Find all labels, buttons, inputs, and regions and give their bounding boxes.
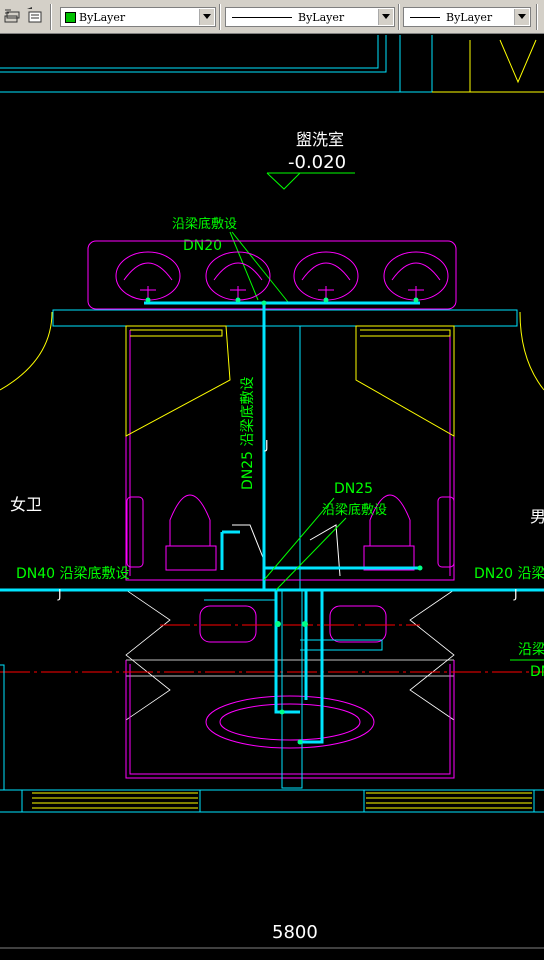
stall-partitions (125, 326, 455, 581)
pipe-valve-dots (145, 297, 423, 745)
water-pipes (0, 301, 544, 744)
toolbar-separator (50, 4, 52, 30)
label-top-leader (229, 231, 289, 303)
linetype-combo-label: ByLayer (298, 11, 345, 24)
plumbing-plan-drawing: 盥洗室 -0.020 沿梁底敷设 DN20 (0, 35, 544, 949)
color-combo-label: ByLayer (79, 11, 126, 24)
top-right-fixture (432, 39, 544, 93)
toolbar-separator (219, 4, 221, 30)
lineweight-combo-label: ByLayer (446, 11, 493, 24)
elevation-text: -0.020 (288, 152, 346, 173)
urinals (125, 605, 455, 779)
linetype-control-combo[interactable]: ByLayer (225, 7, 395, 27)
squat-toilets (126, 494, 455, 571)
stall-doors (0, 311, 544, 437)
color-control-combo[interactable]: ByLayer (60, 7, 216, 27)
lower-room-walls (125, 589, 455, 721)
label-mid-size: DN25 (334, 481, 373, 497)
beam (52, 309, 518, 327)
washbasins (115, 251, 449, 301)
pipe-marker-left: J (57, 587, 62, 601)
chevron-down-icon[interactable] (378, 9, 393, 25)
label-right: DN20 沿梁底 (474, 566, 544, 582)
top-wall-lines (0, 35, 433, 93)
elevation-symbol (266, 172, 355, 190)
room-male-text: 男 (530, 507, 544, 526)
layer-previous-icon[interactable] (25, 6, 45, 26)
column-lines (262, 326, 301, 590)
valve-symbols (232, 524, 341, 577)
washbasin-counter (87, 240, 457, 310)
toolbar-separator (536, 4, 538, 30)
properties-toolbar: ByLayer ByLayer ByLayer (0, 0, 544, 34)
label-left: DN40 沿梁底敷设 (16, 566, 130, 582)
drawing-canvas[interactable]: 盥洗室 -0.020 沿梁底敷设 DN20 (0, 35, 544, 960)
pipe-marker-vertical: J (264, 438, 269, 452)
chevron-down-icon[interactable] (514, 9, 529, 25)
bottom-wall (0, 789, 544, 813)
room-title-text: 盥洗室 (296, 130, 344, 149)
label-mid-material: 沿梁底敷设 (322, 502, 387, 518)
left-wall (0, 664, 5, 791)
pipe-marker-right: J (513, 587, 518, 601)
lineweight-control-combo[interactable]: ByLayer (403, 7, 531, 27)
label-top-material: 沿梁底敷设 (172, 216, 237, 232)
axis-lines (0, 624, 544, 673)
chevron-down-icon[interactable] (199, 9, 214, 25)
layer-manager-icon[interactable] (3, 6, 23, 26)
toolbar-separator (398, 4, 400, 30)
window-lines (32, 792, 532, 809)
label-right-3: DN (530, 664, 544, 680)
color-swatch-icon (65, 12, 76, 23)
linetype-preview-icon (232, 17, 292, 18)
label-right-2: 沿梁 (518, 642, 544, 658)
label-mid-leader (263, 497, 347, 591)
label-vertical: DN25 沿梁底敷设 (240, 376, 256, 490)
label-top-size: DN20 (183, 238, 222, 254)
room-female-text: 女卫 (10, 495, 42, 514)
lineweight-preview-icon (410, 17, 440, 18)
dimension-text: 5800 (272, 922, 318, 943)
